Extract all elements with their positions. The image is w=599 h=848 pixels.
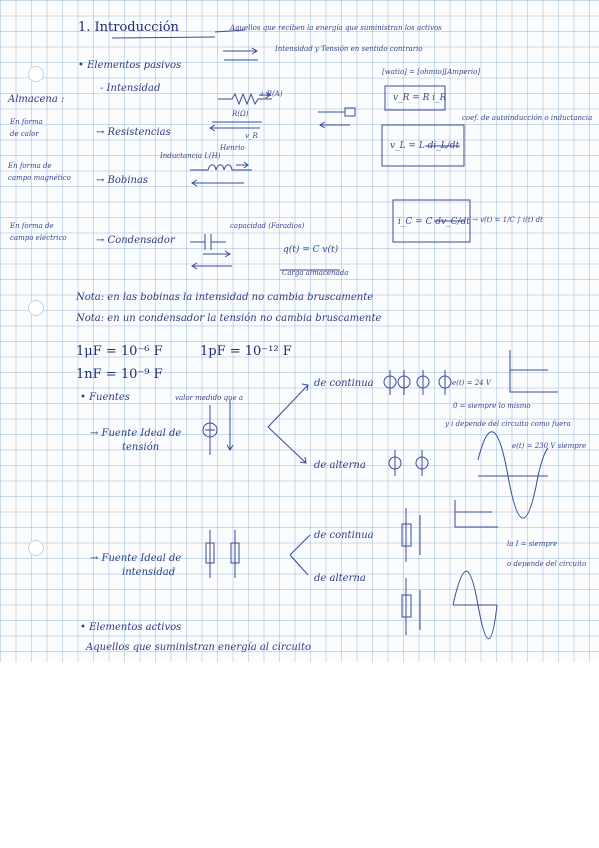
units-note: [watio] = [ohmio][Amperio]	[382, 68, 481, 76]
sources-header: • Fuentes	[80, 392, 130, 403]
capacity-label: capacidad (Faradios)	[230, 222, 305, 230]
intensity-item: - Intensidad	[100, 83, 161, 94]
resistor-value-label: R(Ω)	[232, 110, 249, 118]
store-label: Almacena :	[8, 94, 65, 105]
binder-hole	[28, 540, 44, 556]
capacitor-item: → Condensador	[96, 235, 175, 246]
notebook-page: 1. Introducción Aquellos que reciben la …	[0, 0, 599, 662]
current-ac-label: de alterna	[314, 573, 366, 584]
section-title: 1. Introducción	[78, 20, 179, 35]
binder-hole	[28, 300, 44, 316]
henrio-label: Henrio	[220, 144, 245, 152]
capacitor-integral: → v(t) = 1/C ∫ i(t) dt	[472, 216, 543, 224]
charge-note: Carga almacenada	[282, 269, 349, 277]
inductance-label: Inductancia L(H)	[160, 152, 221, 160]
constant-note: 0 = siempre lo mismo	[453, 402, 531, 410]
coil-formula: v_L = L di_L/dt	[390, 141, 460, 151]
electric-label-1: En forma de	[10, 222, 54, 230]
voltage-source-label-2: tensión	[122, 442, 160, 453]
binder-hole	[28, 66, 44, 82]
resistor-formula: v_R = R i_R	[393, 93, 447, 103]
charge-formula: q(t) = C v(t)	[283, 245, 339, 255]
voltage-source-label-1: → Fuente Ideal de	[90, 428, 182, 439]
dc-source-label: de continua	[314, 378, 374, 389]
intro-line-2: Intensidad y Tensión en sentido contrari…	[275, 45, 423, 53]
inductance-coef-note: coef. de autoinducción o inductancia	[462, 114, 593, 122]
circuit-drawings	[111, 29, 558, 640]
pico-farad-conversion: 1pF = 10⁻¹² F	[200, 344, 292, 359]
current-note-1: la I = siempre	[507, 540, 558, 548]
current-source-label-2: intensidad	[122, 567, 176, 578]
resistance-item: → Resistencias	[96, 127, 171, 138]
ac-source-label: de alterna	[314, 460, 366, 471]
resistor-current-label: i_R(A)	[261, 90, 283, 98]
active-elements-description: Aquellos que suministran energía al circ…	[86, 642, 312, 653]
electric-label-2: campo eléctrico	[10, 234, 67, 242]
coil-item: → Bobinas	[96, 175, 149, 186]
nano-farad-conversion: 1nF = 10⁻⁹ F	[76, 367, 163, 382]
magnetic-label-1: En forma de	[8, 162, 52, 170]
coil-note: Nota: en las bobinas la intensidad no ca…	[76, 292, 374, 303]
heat-label-2: de calor	[10, 130, 39, 138]
capacitor-note: Nota: en un condensador la tensión no ca…	[76, 313, 382, 324]
passive-elements-header: • Elementos pasivos	[78, 60, 182, 71]
current-source-label-1: → Fuente Ideal de	[90, 553, 182, 564]
source-note-top: valor medido que a	[175, 394, 244, 402]
depends-note: y i depende del circuito como fuera	[445, 420, 571, 428]
intro-line-1: Aquellos que reciben la energía que sumi…	[230, 24, 442, 32]
dc-value-label: e(t) = 24 V	[452, 379, 491, 387]
ac-value-label: e(t) = 230 V siempre	[512, 442, 587, 450]
current-note-2: o depende del circuito	[507, 560, 587, 568]
capacitor-formula: i_C = C dv_C/dt	[398, 217, 470, 227]
micro-farad-conversion: 1μF = 10⁻⁶ F	[76, 344, 163, 359]
heat-label-1: En forma	[10, 118, 43, 126]
magnetic-label-2: campo magnético	[8, 174, 71, 182]
active-elements-header: • Elementos activos	[80, 622, 182, 633]
current-dc-label: de continua	[314, 530, 374, 541]
resistor-voltage-label: v_R	[245, 132, 258, 140]
